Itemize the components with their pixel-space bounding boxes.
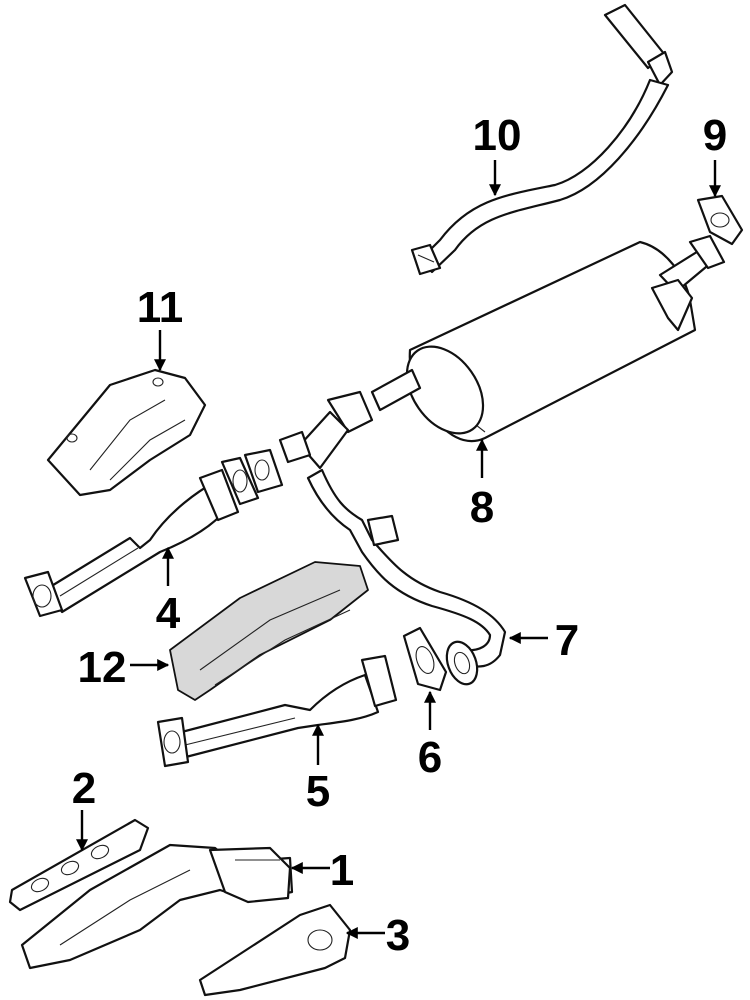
callout-7: 7 (555, 616, 579, 665)
callout-5: 5 (306, 767, 330, 816)
callout-2: 2 (72, 764, 96, 813)
part-7-pipe (278, 390, 507, 686)
leader-lines (76, 160, 721, 939)
part-5-converter (156, 654, 398, 768)
callout-6: 6 (418, 733, 442, 782)
callout-9: 9 (703, 111, 727, 160)
callout-11: 11 (137, 283, 184, 332)
callout-10: 10 (473, 111, 522, 160)
part-12-heat-shield (169, 561, 369, 701)
part-11-heat-shield (46, 368, 207, 497)
part-1-manifold (20, 843, 294, 970)
part-8-muffler (370, 234, 726, 443)
part-3-heat-shield (198, 903, 352, 997)
part-6-gasket (402, 626, 448, 692)
callout-4: 4 (156, 589, 181, 638)
callout-3: 3 (386, 911, 410, 960)
callout-labels: 10 9 11 8 4 7 12 6 5 2 1 3 (72, 111, 727, 960)
callout-12: 12 (78, 643, 127, 692)
callout-1: 1 (330, 846, 354, 895)
part-2-gasket (8, 818, 150, 912)
callout-8: 8 (470, 483, 494, 532)
part-10-tailpipe (410, 3, 674, 276)
part-4-converter (23, 448, 284, 618)
